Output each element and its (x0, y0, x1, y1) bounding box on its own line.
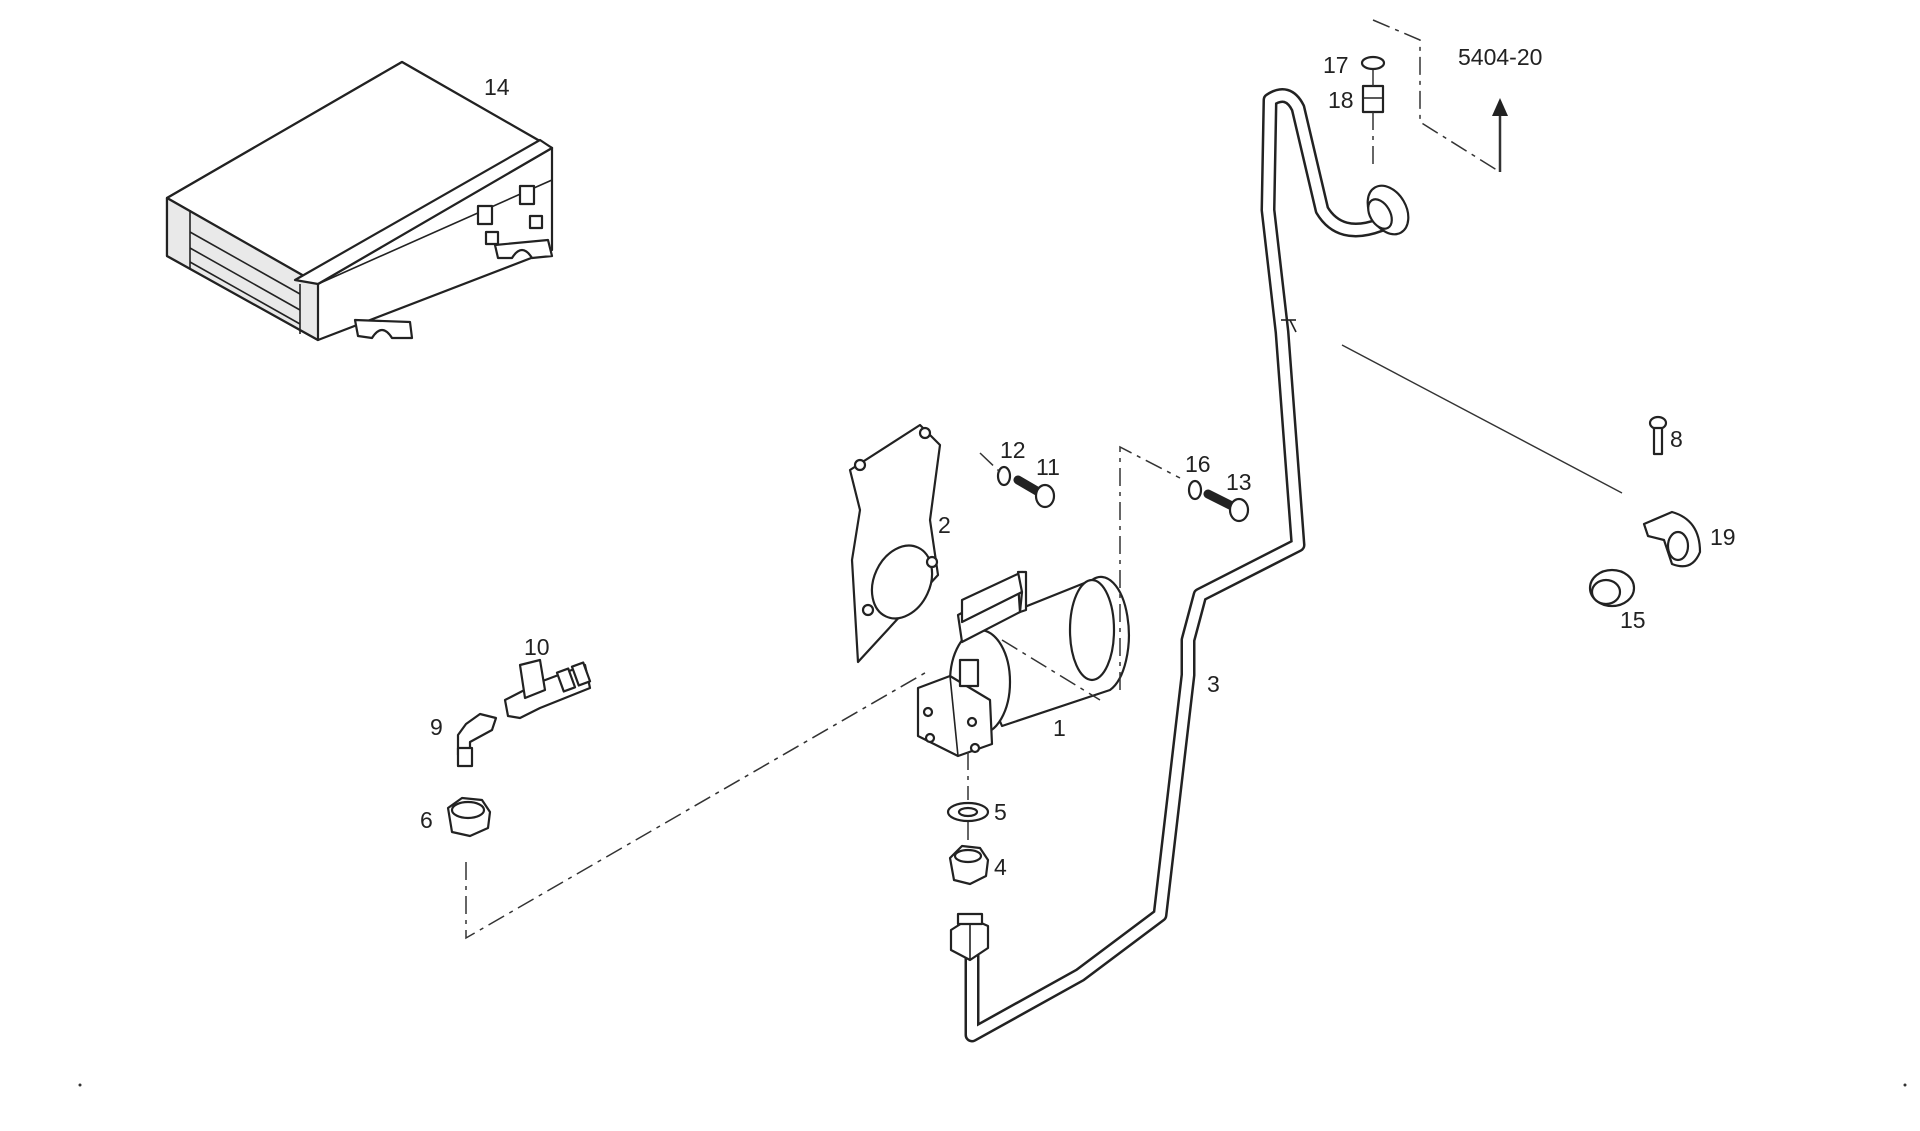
part-13-bolt (1203, 489, 1250, 523)
callout-14: 14 (484, 74, 510, 100)
assembly-lines (465, 19, 1623, 940)
part-2-bracket (848, 423, 942, 664)
part-5-washer (946, 801, 990, 823)
callout-16: 16 (1185, 451, 1211, 477)
callout-labels: 1 2 3 4 5 6 8 9 10 11 12 13 14 15 16 17 … (420, 44, 1736, 880)
callout-19: 19 (1710, 524, 1736, 550)
part-1-pump (916, 570, 1130, 758)
part-16-washer (1187, 479, 1203, 501)
part-14-control-unit (165, 60, 554, 342)
callout-12: 12 (1000, 437, 1026, 463)
part-17-washer (1360, 55, 1386, 71)
callout-9: 9 (430, 714, 443, 740)
part-19-clamp (1642, 510, 1702, 568)
callout-10: 10 (524, 634, 550, 660)
callout-13: 13 (1226, 469, 1252, 495)
part-3-pipe (949, 88, 1410, 1043)
part-9-elbow (456, 712, 498, 768)
part-11-bolt (1013, 475, 1056, 509)
callout-4: 4 (994, 854, 1007, 880)
part-4-fitting (948, 844, 990, 886)
callout-1: 1 (1053, 715, 1066, 741)
stray-dot (1903, 1083, 1907, 1087)
part-18-fitting (1361, 84, 1385, 114)
callout-17: 17 (1323, 52, 1349, 78)
part-15-bushing (1588, 568, 1636, 608)
callout-15: 15 (1620, 607, 1646, 633)
part-12-washer (996, 465, 1012, 487)
callout-18: 18 (1328, 87, 1354, 113)
reference-label: 5404-20 (1458, 44, 1542, 70)
callout-2: 2 (938, 512, 951, 538)
part-6-fitting (446, 796, 492, 838)
reference-arrow (1492, 98, 1508, 172)
callout-11: 11 (1036, 454, 1060, 480)
callout-5: 5 (994, 799, 1007, 825)
callout-8: 8 (1670, 426, 1683, 452)
part-10-connector (503, 658, 592, 720)
callout-6: 6 (420, 807, 433, 833)
callout-3: 3 (1207, 671, 1220, 697)
stray-dot (78, 1083, 82, 1087)
part-8-bolt (1648, 415, 1668, 456)
